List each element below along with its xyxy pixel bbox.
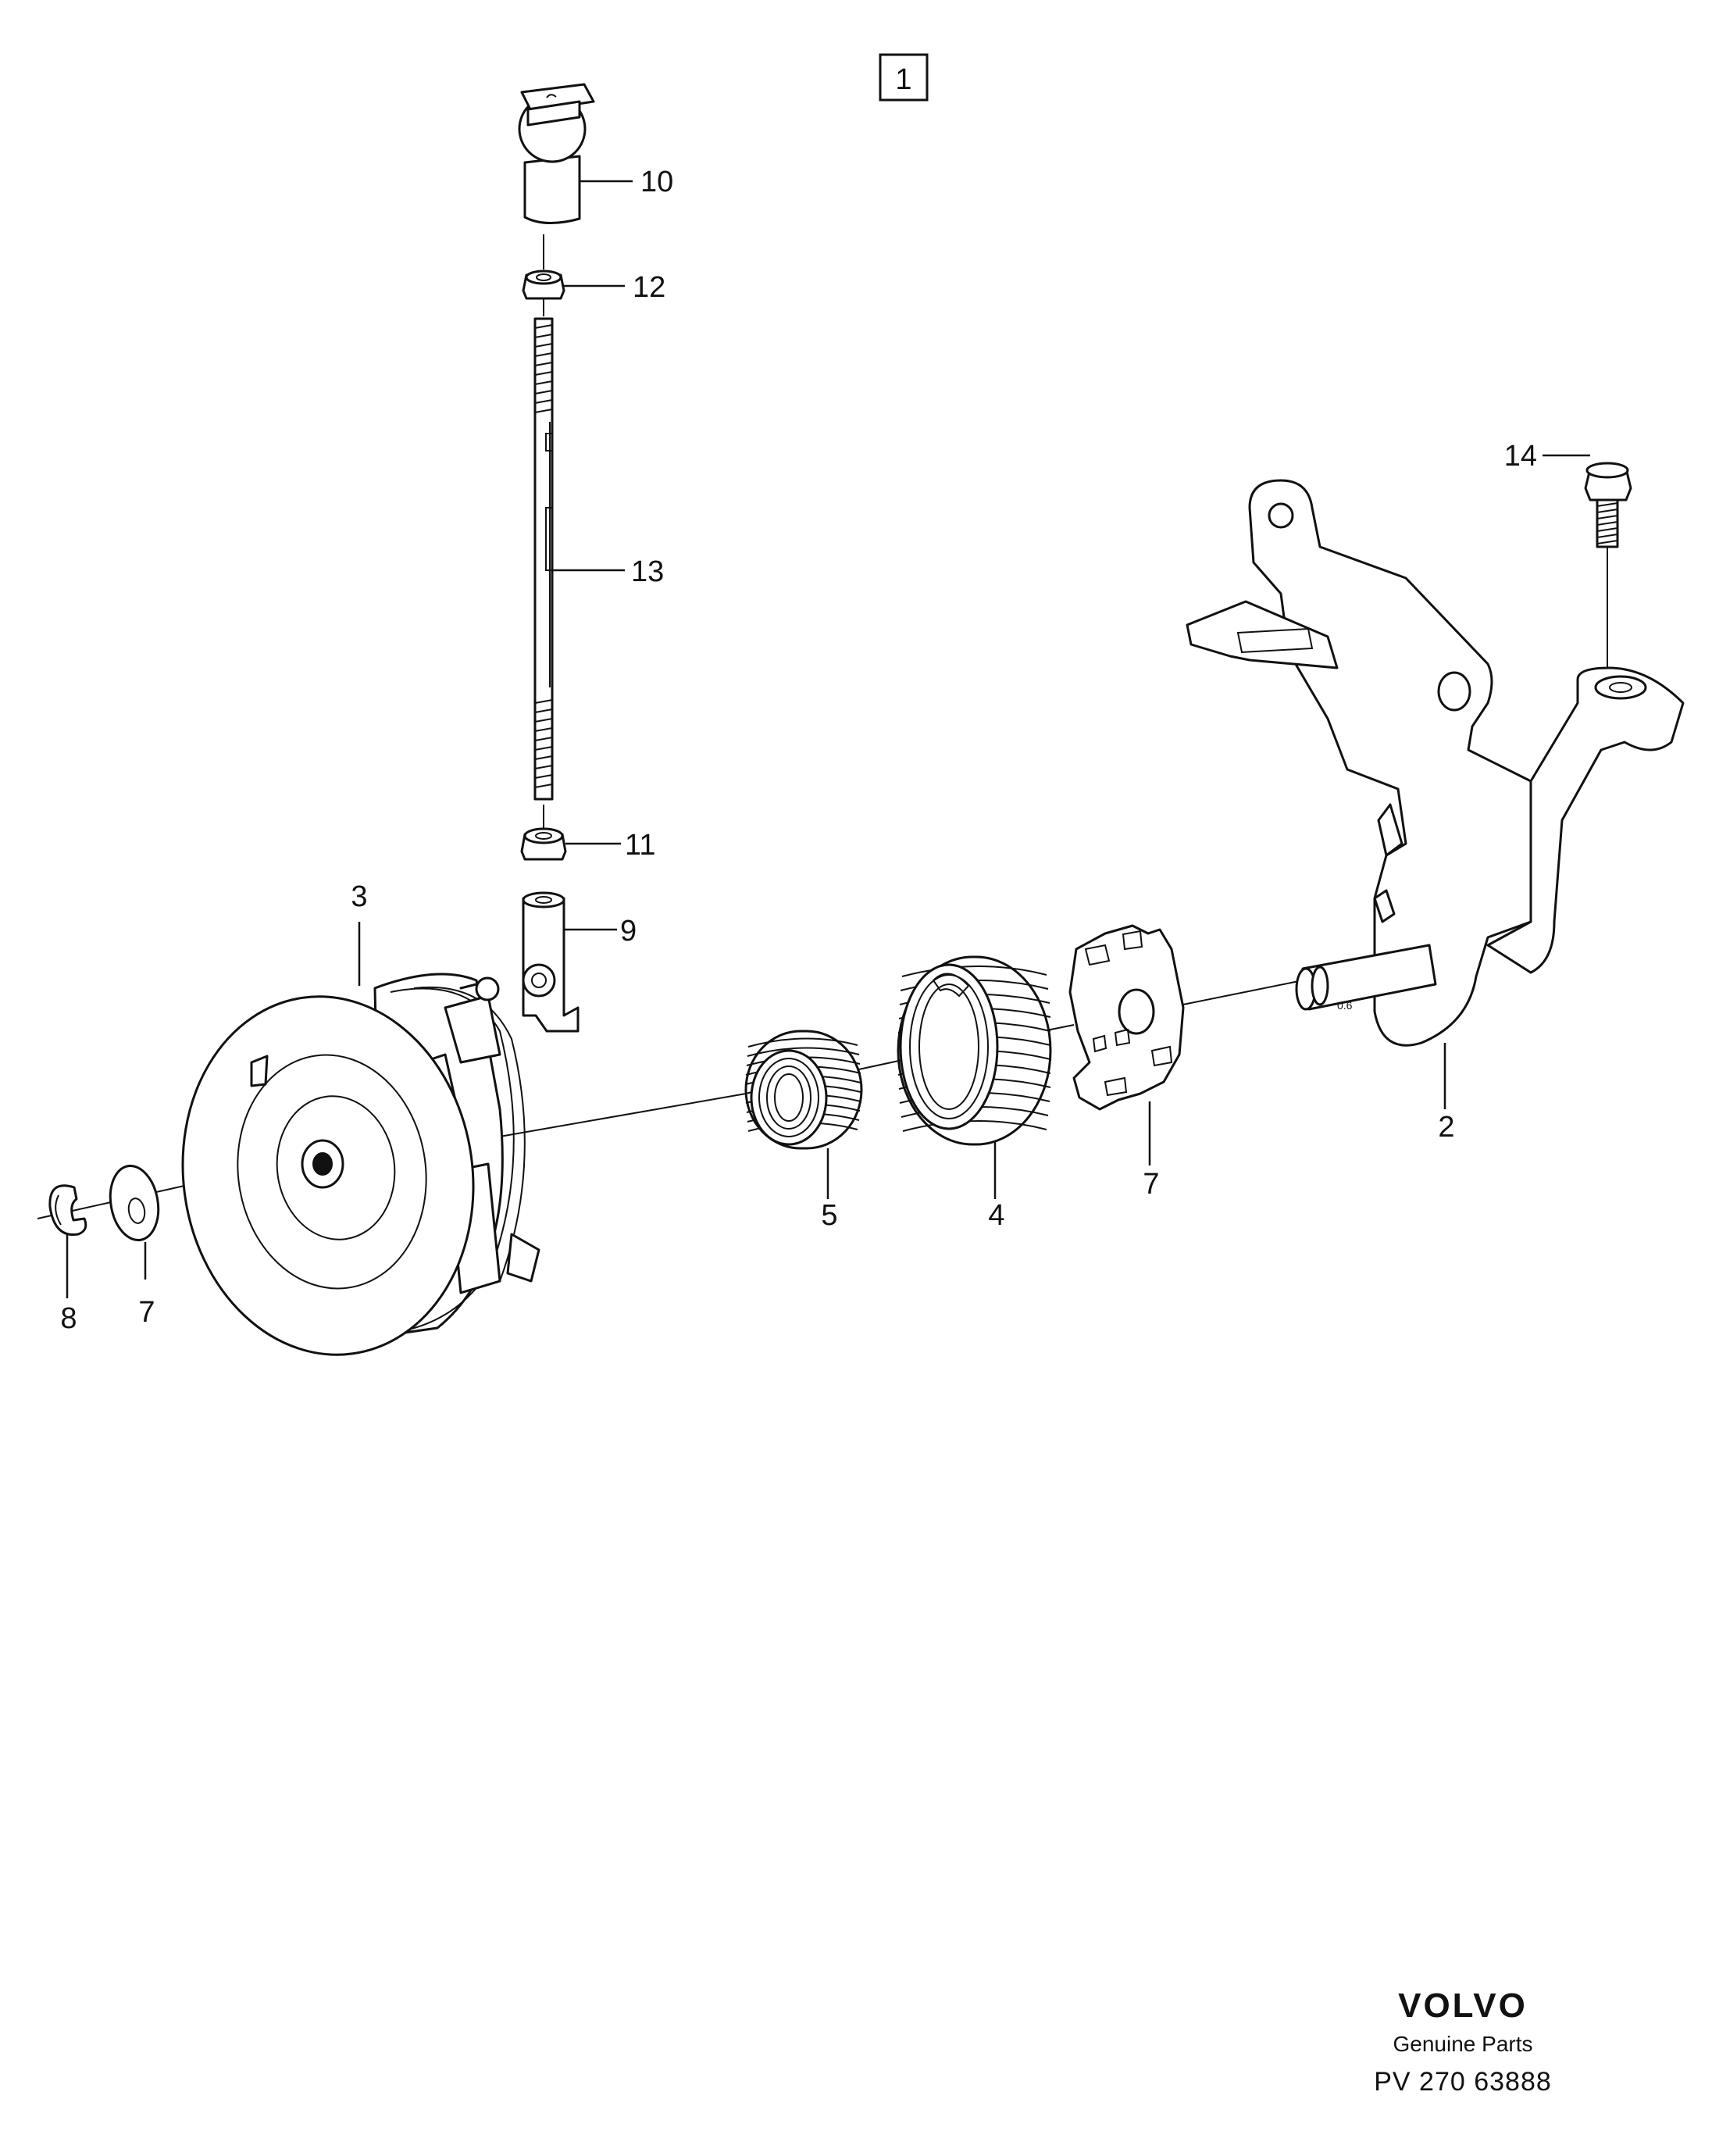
callout-9: 9: [620, 915, 637, 948]
part-washer-7-left: [109, 1164, 160, 1242]
part-rod-end-9: [522, 891, 580, 1033]
callout-11: 11: [625, 829, 655, 862]
part-bracket-2: 0.6: [1186, 479, 1685, 1047]
part-ball-socket-10: [518, 83, 595, 225]
part-housing-drum-3: [181, 973, 540, 1356]
part-bolt-14: [1584, 462, 1632, 548]
part-spring-5: [744, 1030, 863, 1150]
callout-12: 12: [633, 271, 665, 304]
callout-7-left: 7: [138, 1296, 155, 1329]
callout-10: 10: [640, 166, 673, 198]
callout-labels: 10 12 13 11 9 3 5 4 7 2 14 8 7: [60, 166, 1537, 1335]
svg-text:0.6: 0.6: [1337, 999, 1353, 1012]
group-number-box: 1: [879, 53, 929, 102]
part-number-code: PV 270 63888: [1374, 2067, 1552, 2097]
callout-2: 2: [1438, 1111, 1454, 1144]
part-spring-plate-7-right: [1068, 924, 1185, 1111]
part-spring-4: [897, 955, 1052, 1146]
brand-block: VOLVO Genuine Parts PV 270 63888: [1374, 1986, 1552, 2097]
callout-7-right: 7: [1143, 1168, 1159, 1201]
callout-leaders: [66, 180, 1590, 1298]
part-circlip-8: [48, 1184, 87, 1237]
callout-4: 4: [988, 1199, 1004, 1232]
part-nut-12: [522, 270, 565, 300]
part-threaded-rod-13: [533, 317, 554, 801]
callout-5: 5: [821, 1199, 837, 1232]
brand-logo: VOLVO: [1398, 1986, 1528, 2025]
callout-8: 8: [60, 1302, 77, 1335]
callout-3: 3: [351, 880, 367, 913]
callout-14: 14: [1504, 440, 1537, 473]
callout-13: 13: [631, 555, 664, 588]
part-nut-11: [520, 827, 567, 861]
group-number: 1: [895, 63, 911, 96]
brand-tagline: Genuine Parts: [1393, 2032, 1533, 2056]
